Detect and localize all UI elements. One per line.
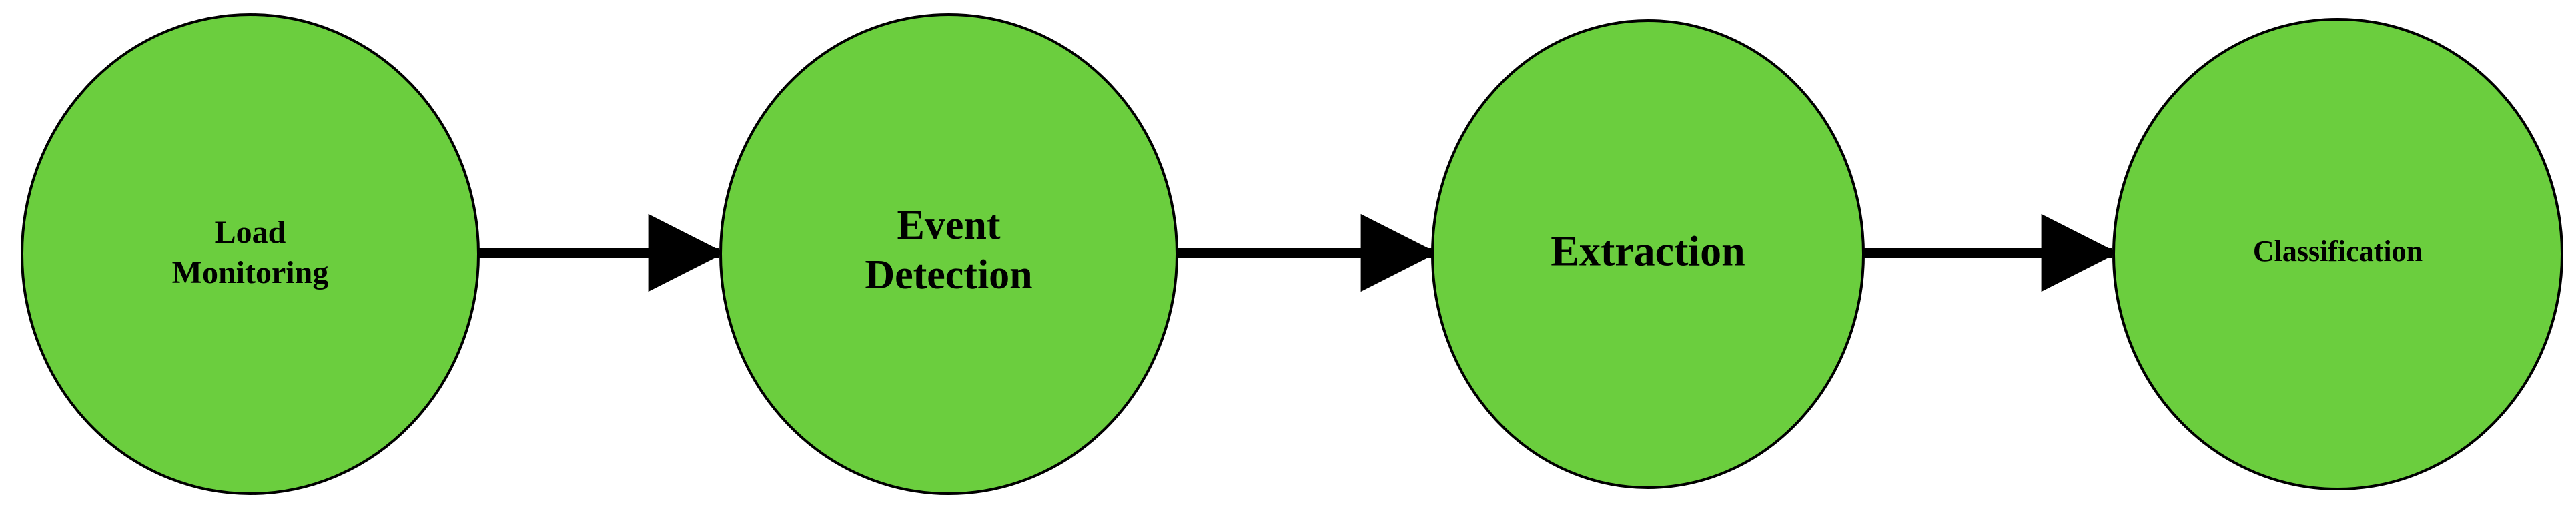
node-event-detection-label: Event: [897, 203, 1001, 248]
node-load-monitoring[interactable]: Load Monitoring: [21, 13, 480, 495]
node-classification[interactable]: Classification: [2112, 18, 2563, 490]
node-extraction-label: Extraction: [1551, 227, 1745, 275]
node-event-detection-shape[interactable]: [719, 13, 1178, 495]
node-classification-shape[interactable]: [2112, 18, 2563, 490]
node-extraction[interactable]: Extraction: [1431, 19, 1865, 489]
node-load-monitoring-label: Load: [215, 215, 286, 250]
node-event-detection-label-line2: Detection: [865, 252, 1032, 298]
node-extraction-shape[interactable]: [1431, 19, 1865, 489]
node-load-monitoring-label-line2: Monitoring: [172, 255, 329, 290]
node-load-monitoring-shape[interactable]: [21, 13, 480, 495]
node-classification-label: Classification: [2253, 235, 2423, 268]
node-event-detection[interactable]: Event Detection: [719, 13, 1178, 495]
